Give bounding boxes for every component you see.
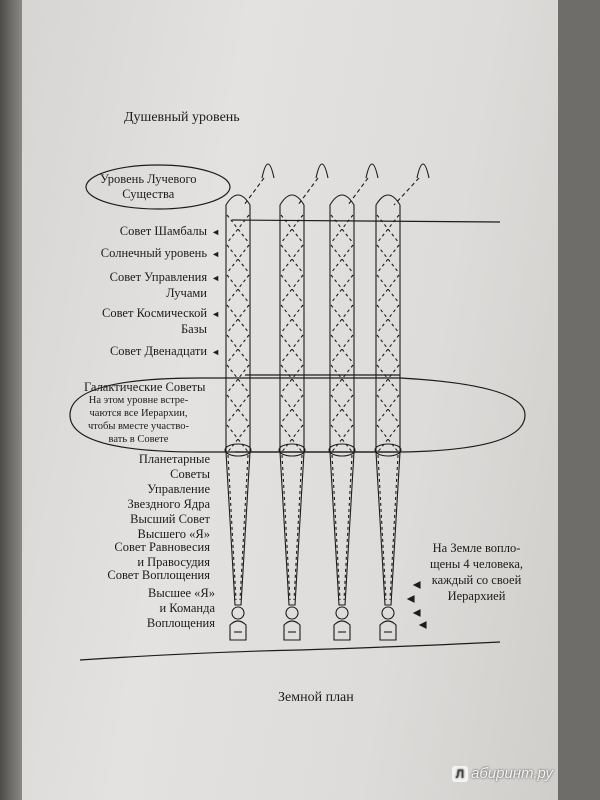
level-text: Базы <box>180 322 207 336</box>
arrow-icon: ◄ <box>211 309 220 319</box>
level-label-cosmic-base: Совет Космической◄ Базы <box>60 306 220 337</box>
galactic-note-line: вать в Совете <box>108 434 169 445</box>
hierarchy-column <box>225 194 251 606</box>
ray-being-oval <box>85 164 231 210</box>
note-line: каждый со своей <box>431 573 522 587</box>
note-arrow-icon <box>412 581 421 589</box>
funnel-dash <box>281 454 291 601</box>
funnel-dash <box>343 454 353 601</box>
ray-being-line-1: Уровень Лучевого <box>100 172 197 186</box>
person-body-icon <box>283 620 301 641</box>
lower-level-text: и Команда <box>159 601 215 615</box>
lower-level-incarnation-council: Совет Воплощения <box>60 568 210 583</box>
level-text: Совет Управления <box>109 270 208 284</box>
arrow-icon: ◄ <box>211 273 220 283</box>
level-text: Лучами <box>166 286 207 300</box>
galactic-title: Галактические Советы <box>84 380 206 394</box>
ray-head-icon <box>365 163 379 179</box>
funnel-dash <box>239 454 249 601</box>
lower-level-text: Высшее «Я» <box>148 586 215 600</box>
arrow-icon: ◄ <box>211 227 220 237</box>
note-arrow-icon <box>412 609 421 617</box>
note-arrow-icon <box>406 595 415 603</box>
lower-level-text: Управление <box>147 482 210 496</box>
level-text: Совет Двенадцати <box>109 344 208 358</box>
person-head-icon <box>335 606 349 620</box>
ray-being-label: Уровень Лучевого Существа <box>100 172 197 202</box>
footer-earth-plane: Земной план <box>278 690 354 705</box>
arrow-icon: ◄ <box>211 347 220 357</box>
person-body-icon <box>333 620 351 641</box>
hierarchy-column <box>375 194 401 606</box>
watermark-text: абиринт.ру <box>471 765 553 782</box>
funnel-dash <box>293 454 303 601</box>
lower-level-text: Совет Воплощения <box>107 568 210 582</box>
column-node <box>224 443 252 457</box>
person-head-icon <box>285 606 299 620</box>
ray-head-icon <box>416 163 430 179</box>
book-page <box>18 0 558 800</box>
galactic-note-line: чаются все Иерархии, <box>89 408 188 419</box>
lower-level-text: Высшего «Я» <box>137 527 211 541</box>
lower-level-text: Совет Равновесия <box>114 540 210 554</box>
funnel-dash <box>331 454 341 601</box>
column-node <box>278 443 306 457</box>
lower-level-higher-self-council: Высший Совет Высшего «Я» <box>60 512 210 542</box>
heading-soul-level: Душевный уровень <box>124 110 240 125</box>
lower-level-text: Звездного Ядра <box>127 497 211 511</box>
ray-head-icon <box>261 163 275 179</box>
note-arrow-icon <box>418 621 427 629</box>
lower-level-balance: Совет Равновесия и Правосудия <box>60 540 210 570</box>
ground-line <box>79 641 501 661</box>
hierarchy-column <box>329 194 355 606</box>
funnel-dash <box>377 454 387 601</box>
ray-head-icon <box>315 163 329 179</box>
ray-connector <box>393 177 420 206</box>
galactic-oval <box>69 377 526 453</box>
level-text: Солнечный уровень <box>100 246 208 260</box>
person-body-icon <box>229 620 247 641</box>
hierarchy-column <box>279 194 305 606</box>
level-text: Совет Космической <box>102 306 208 320</box>
galactic-note: На этом уровне встре- чаются все Иерархи… <box>88 394 189 446</box>
lower-level-text: Высший Совет <box>130 512 210 526</box>
person-head-icon <box>381 606 395 620</box>
page-edge-shadow <box>0 0 22 800</box>
person-head-icon <box>231 606 245 620</box>
level-label-twelve: Совет Двенадцати◄ <box>60 344 220 360</box>
upper-boundary-line <box>231 219 501 223</box>
level-label-solar: Солнечный уровень◄ <box>60 246 220 262</box>
note-line: На Земле вопло- <box>432 541 521 555</box>
lower-level-text: Планетарные <box>138 452 210 466</box>
level-text: Совет Шамбалы <box>119 224 208 238</box>
arrow-icon: ◄ <box>211 249 220 259</box>
note-line: Иерархией <box>447 589 506 603</box>
watermark-badge: Л <box>452 766 468 782</box>
lower-level-star-core: Управление Звездного Ядра <box>60 482 211 512</box>
earth-note: На Земле вопло- щены 4 человека, каждый … <box>430 540 523 604</box>
lower-level-planetary: Планетарные Советы <box>60 452 210 482</box>
ray-being-line-2: Существа <box>122 187 175 201</box>
person-body-icon <box>379 620 397 641</box>
lower-level-text: Воплощения <box>146 616 215 630</box>
galactic-note-line: На этом уровне встре- <box>88 395 189 406</box>
lower-level-text: Советы <box>170 467 210 481</box>
lower-level-text: и Правосудия <box>137 555 210 569</box>
note-line: щены 4 человека, <box>430 557 524 571</box>
galactic-note-line: чтобы вместе участво- <box>88 421 189 432</box>
funnel-dash <box>389 454 399 601</box>
column-node <box>328 443 356 457</box>
column-node <box>374 443 402 457</box>
lower-level-higher-self-team: Высшее «Я» и Команда Воплощения <box>60 586 215 631</box>
funnel-dash <box>227 454 237 601</box>
level-label-ray-council: Совет Управления◄ Лучами <box>60 270 220 301</box>
level-label-shambhala: Совет Шамбалы◄ <box>60 224 220 240</box>
